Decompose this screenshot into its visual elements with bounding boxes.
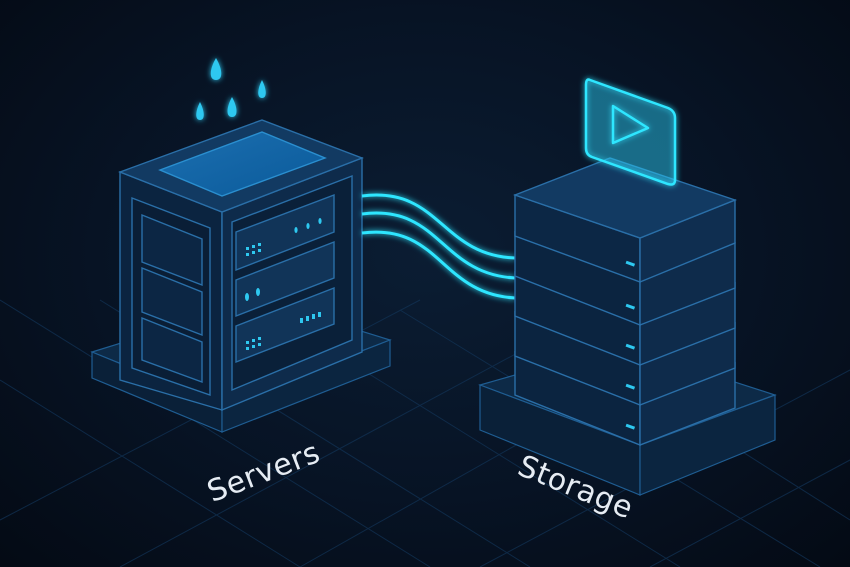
- storage-unit-top: [512, 157, 738, 284]
- storage-unit: [514, 270, 736, 367]
- server-indicators: [245, 218, 322, 350]
- water-drop-icon: [196, 58, 266, 120]
- server-rack-icon: [118, 119, 364, 412]
- cable-icon: [361, 193, 516, 300]
- storage-stack-icon: [512, 157, 738, 447]
- play-icon: [584, 78, 677, 186]
